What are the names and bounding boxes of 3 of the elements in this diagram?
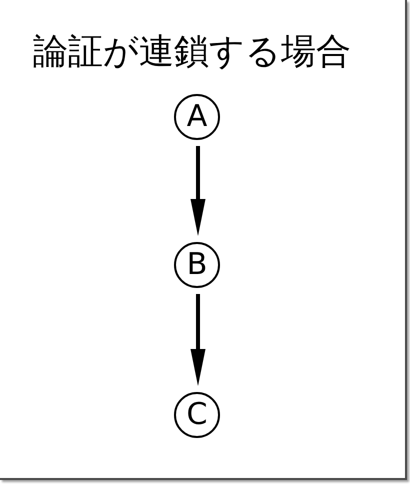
arrow xyxy=(190,146,206,236)
title: 論証が連鎖する場合 xyxy=(32,32,352,72)
arrow xyxy=(190,294,206,386)
